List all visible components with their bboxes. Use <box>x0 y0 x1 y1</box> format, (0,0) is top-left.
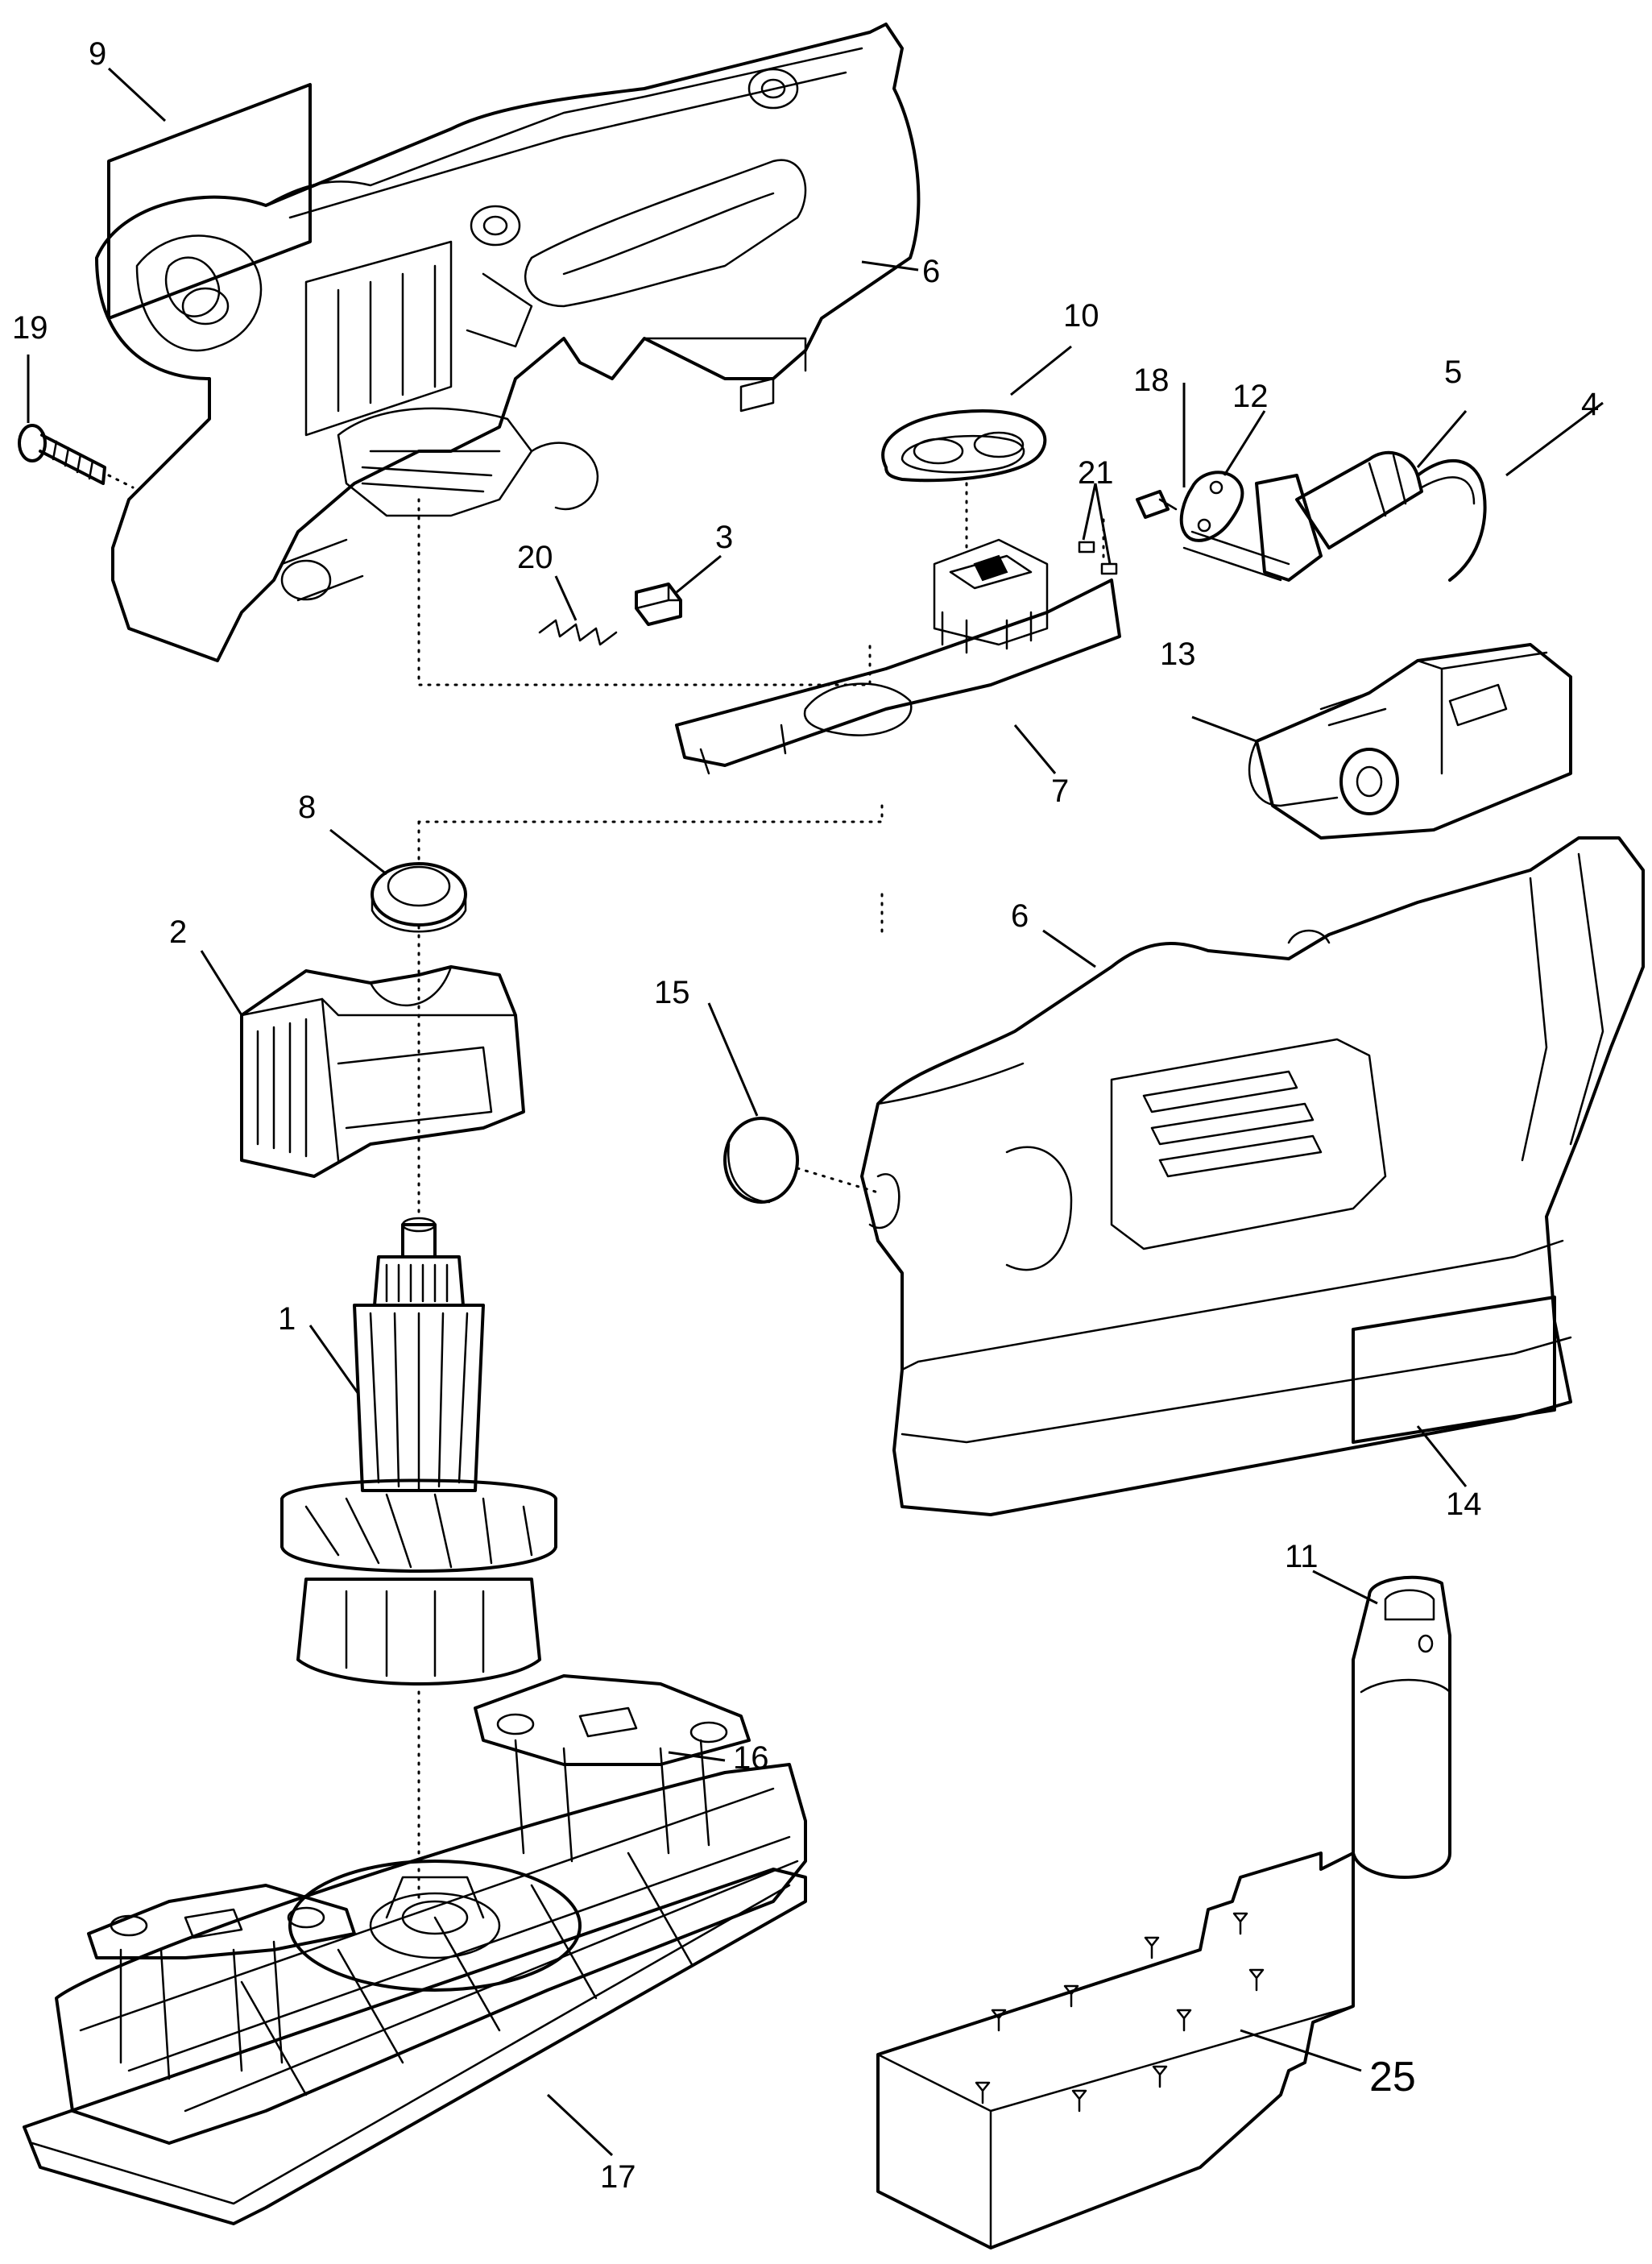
label-20: 20 <box>517 540 553 575</box>
part-17-pad <box>23 1868 807 2225</box>
label-16: 16 <box>733 1740 769 1776</box>
part-18-screw <box>1136 490 1178 519</box>
part-5-cord-guard <box>1182 450 1423 582</box>
part-1-armature <box>280 1217 557 1686</box>
leader-lines <box>27 67 1604 2157</box>
label-14: 14 <box>1446 1487 1482 1522</box>
label-6-top: 6 <box>922 254 940 289</box>
label-2: 2 <box>169 914 187 950</box>
part-3-block <box>635 583 682 626</box>
part-2-stator <box>240 965 525 1178</box>
label-1: 1 <box>278 1301 296 1337</box>
label-12: 12 <box>1232 379 1269 414</box>
part-12-cable-clamp <box>1179 471 1244 542</box>
label-25: 25 <box>1369 2054 1416 2100</box>
part-15-cap <box>723 1117 880 1204</box>
label-15: 15 <box>654 975 690 1010</box>
part-13-switch-assembly <box>1248 643 1572 840</box>
part-10-grommet <box>881 409 1047 483</box>
label-4: 4 <box>1581 387 1599 422</box>
part-25-sanding-sheet <box>876 1851 1355 2249</box>
label-11: 11 <box>1285 1539 1319 1574</box>
label-21: 21 <box>1078 455 1114 491</box>
part-4-cord <box>1416 459 1487 582</box>
label-6-right: 6 <box>1011 898 1029 934</box>
part-8-bearing <box>371 862 467 933</box>
part-21-clips <box>1078 541 1118 575</box>
label-13: 13 <box>1160 636 1196 672</box>
part-7-switch-plate <box>675 538 1121 775</box>
label-9: 9 <box>89 36 106 72</box>
label-7: 7 <box>1051 773 1069 809</box>
part-9-label-plate <box>107 83 312 320</box>
label-8: 8 <box>298 790 316 825</box>
part-16-base-plate <box>55 1674 807 2145</box>
callout-numbers: 9 6 19 10 18 12 5 4 21 20 3 7 13 8 2 6 1… <box>12 36 1599 2195</box>
label-17: 17 <box>600 2159 636 2195</box>
part-20-spring <box>538 619 618 646</box>
part-11-handle-cover <box>1352 1575 1451 1879</box>
part-6-housing-half <box>95 23 921 662</box>
part-14-label-plate <box>1352 1296 1556 1444</box>
label-5: 5 <box>1444 355 1462 390</box>
label-19: 19 <box>12 310 48 346</box>
label-18: 18 <box>1133 363 1170 398</box>
part-19-screw <box>18 424 135 489</box>
label-3: 3 <box>715 520 733 555</box>
label-10: 10 <box>1063 298 1099 334</box>
sheet-pins <box>975 1912 1265 2113</box>
assembly-dotted-lines <box>417 482 1105 1903</box>
